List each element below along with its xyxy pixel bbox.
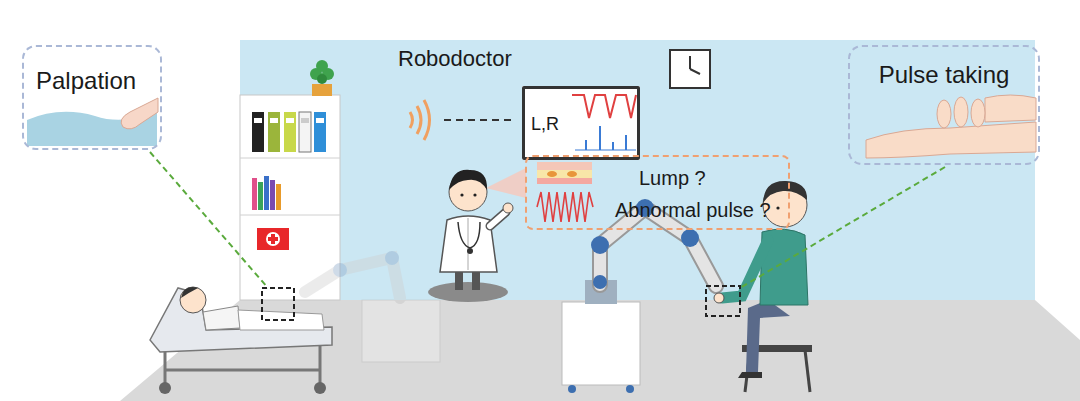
palpation-site <box>262 288 294 320</box>
pulse-site <box>706 286 740 316</box>
vision-beam <box>486 168 526 198</box>
floor <box>120 300 1080 401</box>
doctor-figure <box>428 170 513 302</box>
leader-line <box>740 167 945 288</box>
signal-line <box>444 119 514 121</box>
bed-patient <box>150 287 332 394</box>
clock <box>670 50 710 88</box>
diagnosis-box: Lump ? Abnormal pulse ? <box>525 155 790 230</box>
pulse-waveform <box>572 95 636 118</box>
finger <box>121 98 158 129</box>
node-text: Lump ? <box>639 167 706 190</box>
monitor-screen <box>522 86 640 160</box>
node-text: Palpation <box>36 67 136 95</box>
robot-arm-faded <box>305 251 440 362</box>
node-text: Abnormal pulse ? <box>615 199 771 222</box>
node-text: L,R <box>531 114 559 135</box>
title-label: Robodoctor <box>398 46 512 71</box>
wireless-signal <box>410 100 430 140</box>
abnormal-pulse-wave <box>537 192 593 222</box>
hands <box>866 95 1036 158</box>
shelf <box>240 60 340 300</box>
spectrum-spikes <box>575 126 636 150</box>
leader-line <box>150 152 268 288</box>
callout-box: Pulse taking <box>848 45 1040 165</box>
wall <box>240 40 1035 302</box>
callout-box: Palpation <box>22 45 162 150</box>
skin-layers-icon <box>537 162 592 184</box>
monitor-box: L,R <box>522 86 640 160</box>
node-text: Pulse taking <box>879 61 1010 89</box>
